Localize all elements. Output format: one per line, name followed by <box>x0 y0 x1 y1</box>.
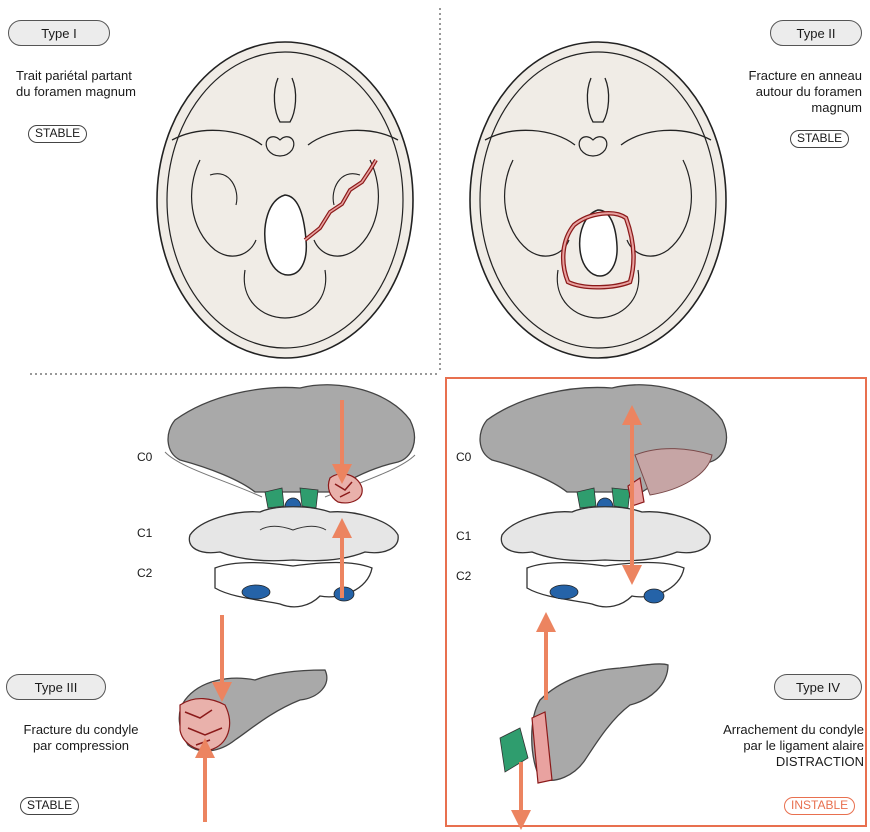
skull-base-type1 <box>157 42 413 358</box>
type4-desc-line2: par le ligament alaire <box>680 738 864 754</box>
level-c1-right: C1 <box>456 529 471 543</box>
type4-label: Type IV <box>774 674 862 700</box>
type3-desc-line1: Fracture du condyle <box>6 722 156 738</box>
type2-desc-line1: Fracture en anneau <box>690 68 862 84</box>
type3-label: Type III <box>6 674 106 700</box>
craniovertebral-junction-right <box>480 385 726 607</box>
type1-desc-line2: du foramen magnum <box>16 84 176 100</box>
type2-status-badge: STABLE <box>790 130 849 148</box>
craniovertebral-junction-left <box>165 385 415 607</box>
type3-status-badge: STABLE <box>20 797 79 815</box>
skull-base-type2 <box>470 42 726 358</box>
type4-desc-line3: DISTRACTION <box>680 754 864 770</box>
level-c1-left: C1 <box>137 526 152 540</box>
type4-desc-line1: Arrachement du condyle <box>680 722 864 738</box>
level-c2-right: C2 <box>456 569 471 583</box>
type3-desc-line2: par compression <box>6 738 156 754</box>
level-c2-left: C2 <box>137 566 152 580</box>
condyle-avulsion <box>500 622 668 820</box>
type1-desc-line1: Trait pariétal partant <box>16 68 176 84</box>
type1-description: Trait pariétal partant du foramen magnum <box>16 68 176 100</box>
condyle-compression <box>179 615 327 822</box>
level-c0-left: C0 <box>137 450 152 464</box>
type2-desc-line3: magnum <box>690 100 862 116</box>
type1-status-badge: STABLE <box>28 125 87 143</box>
type1-label: Type I <box>8 20 110 46</box>
type4-description: Arrachement du condyle par le ligament a… <box>680 722 864 770</box>
type2-label: Type II <box>770 20 862 46</box>
type3-description: Fracture du condyle par compression <box>6 722 156 754</box>
type2-description: Fracture en anneau autour du foramen mag… <box>690 68 862 116</box>
type4-status-badge: INSTABLE <box>784 797 855 815</box>
level-c0-right: C0 <box>456 450 471 464</box>
type2-desc-line2: autour du foramen <box>690 84 862 100</box>
